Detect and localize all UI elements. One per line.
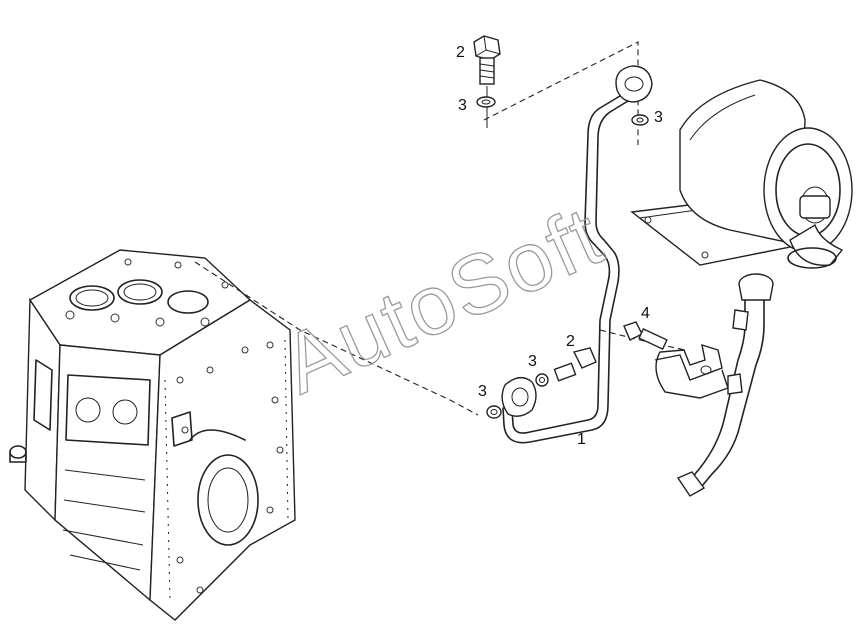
callout-4-clamp: 4 — [641, 305, 650, 322]
callout-3-lower-washer: 3 — [528, 353, 537, 370]
callout-2-lower-bolt: 2 — [566, 333, 575, 350]
oil-feed-pipe — [501, 65, 653, 444]
turbocharger — [630, 79, 853, 269]
washer-turbo — [631, 114, 649, 126]
clamp-bolt — [623, 321, 668, 350]
assembly-line-clamp — [599, 329, 686, 351]
assembly-line-block — [194, 261, 479, 416]
engine-block — [9, 249, 296, 621]
oil-return-tube — [676, 273, 774, 497]
banjo-bolt-top — [473, 35, 501, 128]
assembly-line-top — [483, 41, 639, 145]
washer-lower-left — [486, 405, 502, 419]
callout-3-turbo-washer: 3 — [654, 109, 663, 126]
washer-lower-mid — [535, 373, 549, 387]
washer-top — [476, 96, 496, 108]
banjo-bolt-lower — [553, 347, 597, 382]
pipe-clamp-bracket — [654, 343, 729, 399]
callout-1-pipe: 1 — [577, 431, 586, 448]
callout-2-top-bolt: 2 — [456, 44, 465, 61]
callout-3-top-washer: 3 — [458, 97, 467, 114]
callout-3-bottom-washer: 3 — [478, 383, 487, 400]
